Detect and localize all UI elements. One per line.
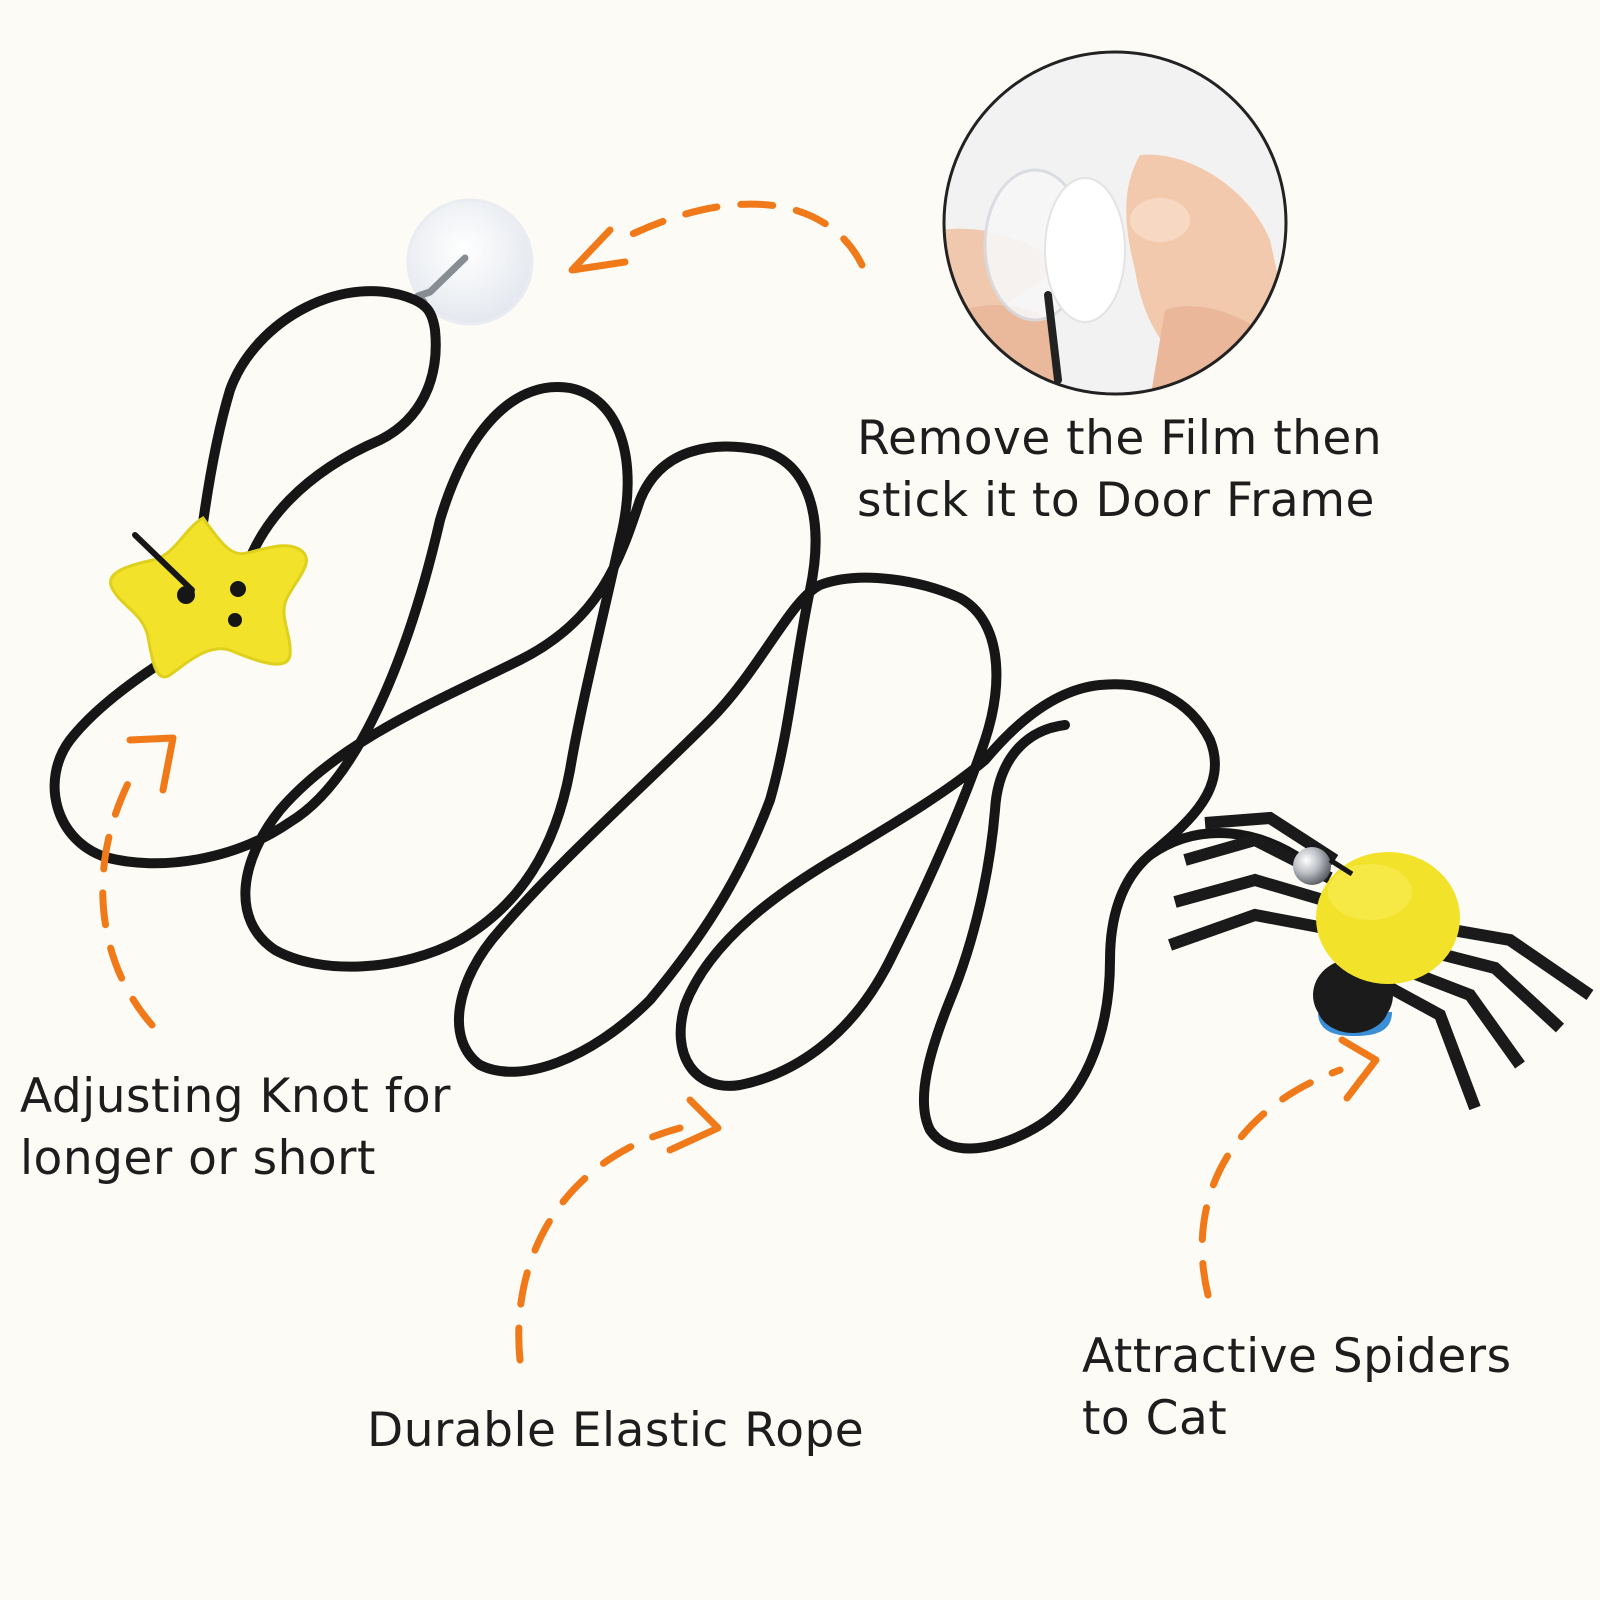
spider-toy-icon: [1168, 811, 1594, 1111]
caption-elastic-rope: Durable Elastic Rope: [367, 1400, 864, 1462]
caption-line: Durable Elastic Rope: [367, 1403, 865, 1458]
caption-line: stick it to Door Frame: [857, 473, 1375, 528]
arrow-to-rope: [515, 1096, 722, 1364]
caption-adjusting-knot: Adjusting Knot for longer or short: [20, 1066, 451, 1190]
caption-line: longer or short: [20, 1131, 376, 1186]
caption-remove-film: Remove the Film then stick it to Door Fr…: [857, 408, 1382, 532]
caption-line: to Cat: [1082, 1391, 1228, 1446]
caption-line: Attractive Spiders: [1082, 1329, 1512, 1384]
elastic-rope: [49, 286, 1220, 1154]
arrow-to-knot: [99, 734, 177, 1029]
caption-line: Remove the Film then: [857, 411, 1383, 466]
arrow-to-suction-cup: [568, 200, 866, 274]
star-knot-icon: [109, 516, 308, 679]
photo-inset-icon: [942, 50, 1288, 396]
caption-line: Adjusting Knot for: [20, 1069, 451, 1124]
arrow-to-spider: [1198, 1036, 1380, 1299]
annotation-arrows: [99, 200, 1380, 1364]
caption-attractive-spiders: Attractive Spiders to Cat: [1082, 1326, 1512, 1450]
